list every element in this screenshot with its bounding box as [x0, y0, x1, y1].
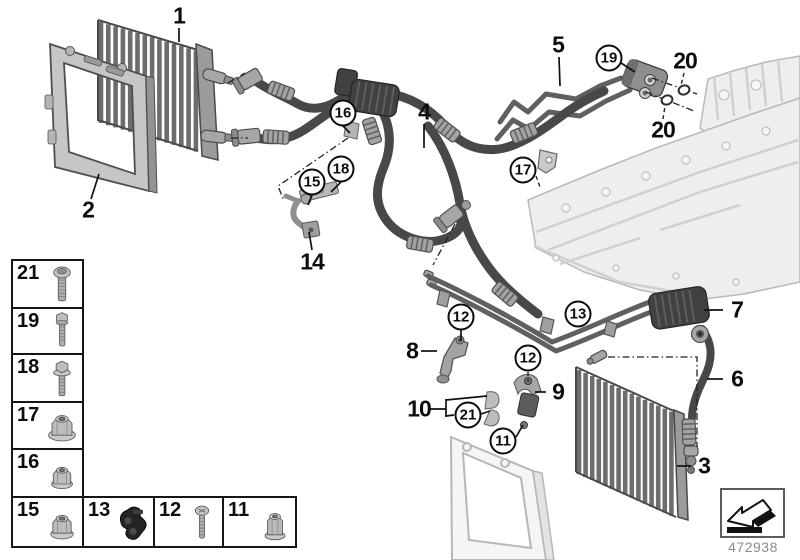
- clamp-9: [513, 373, 542, 429]
- o-ring-20-upper: [677, 84, 691, 96]
- screw-pan-icon: [183, 504, 221, 544]
- part-number-label: 11: [228, 499, 250, 521]
- callout-1[interactable]: 1: [173, 2, 186, 29]
- hose-line-6: [688, 325, 715, 422]
- callout-12-b[interactable]: 12: [514, 344, 542, 372]
- parts-table-cell-21[interactable]: 21: [11, 259, 84, 309]
- clamp-icon: [114, 504, 152, 544]
- parts-table-cell-15[interactable]: 15: [11, 496, 84, 548]
- bolt-hex-icon: [43, 311, 81, 351]
- bolt-flange-icon: [43, 359, 81, 399]
- callout-15[interactable]: 15: [298, 168, 326, 196]
- callout-4[interactable]: 4: [418, 98, 431, 125]
- parts-table-cell-17[interactable]: 17: [11, 401, 84, 450]
- callout-21-diagram[interactable]: 21: [454, 401, 482, 429]
- oil-pipe-5: [494, 75, 633, 142]
- hose-end-fittings: [230, 67, 699, 474]
- callout-18[interactable]: 18: [327, 155, 355, 183]
- part-number-label: 15: [17, 499, 40, 521]
- nut-tall-icon: [256, 504, 294, 544]
- pipe-connector-7: [648, 286, 710, 344]
- part-number-label: 16: [17, 451, 40, 473]
- callout-16[interactable]: 16: [329, 99, 357, 127]
- nut-collar-icon: [43, 454, 81, 494]
- callout-10[interactable]: 10: [407, 395, 432, 422]
- bracket-17-tab: [537, 149, 558, 174]
- callout-5[interactable]: 5: [552, 31, 565, 58]
- callout-14[interactable]: 14: [300, 248, 325, 275]
- part-number-label: 13: [88, 499, 111, 521]
- oil-cooler-1: [97, 19, 235, 161]
- part-number-label: 19: [17, 310, 40, 332]
- callout-13[interactable]: 13: [564, 300, 592, 328]
- clips-10-21: [483, 391, 500, 427]
- callout-20-top[interactable]: 20: [673, 47, 698, 74]
- parts-table-cell-18[interactable]: 18: [11, 353, 84, 403]
- twin-pipes-13: [423, 269, 662, 354]
- o-ring-20-lower: [660, 94, 674, 106]
- callout-17[interactable]: 17: [509, 156, 537, 184]
- assembly-lines: [227, 72, 698, 447]
- nut-flange-icon: [43, 504, 81, 544]
- callout-6[interactable]: 6: [731, 365, 744, 392]
- pipe-fitting-19: [621, 59, 669, 99]
- parts-table-cell-13[interactable]: 13: [82, 496, 155, 548]
- parts-table-cell-12[interactable]: 12: [153, 496, 224, 548]
- cooler-frame-2: [44, 42, 158, 194]
- part-number-label: 18: [17, 356, 40, 378]
- bracket-8: [436, 335, 469, 384]
- callout-8[interactable]: 8: [406, 337, 419, 364]
- lower-mount-frame: [449, 435, 555, 560]
- callout-19[interactable]: 19: [595, 44, 623, 72]
- hose-junction-block: [334, 68, 400, 118]
- callout-20-bottom[interactable]: 20: [651, 116, 676, 143]
- part-number-label: 12: [159, 499, 182, 521]
- parts-table-cell-11[interactable]: 11: [222, 496, 297, 548]
- part-number-label: 21: [17, 262, 40, 284]
- engine-block: [527, 55, 800, 301]
- cooler3-port: [586, 349, 608, 365]
- callout-11[interactable]: 11: [489, 427, 517, 455]
- callout-9[interactable]: 9: [552, 378, 565, 405]
- callout-7[interactable]: 7: [731, 296, 744, 323]
- direction-arrow-icon: [727, 499, 776, 533]
- nut-flange-lg-icon: [43, 406, 81, 446]
- leader-lines: [90, 28, 723, 467]
- part-number-label: 17: [17, 404, 40, 426]
- bolt-torx-icon: [43, 265, 81, 305]
- callout-2[interactable]: 2: [82, 196, 95, 223]
- oil-cooler-3: [575, 349, 689, 522]
- figure-box: [720, 488, 785, 538]
- callout-12-a[interactable]: 12: [447, 303, 475, 331]
- callout-3[interactable]: 3: [698, 452, 711, 479]
- parts-table-cell-19[interactable]: 19: [11, 307, 84, 355]
- figure-number: 472938: [728, 539, 778, 555]
- hose-sleeves: [262, 80, 697, 446]
- parts-table-cell-16[interactable]: 16: [11, 448, 84, 498]
